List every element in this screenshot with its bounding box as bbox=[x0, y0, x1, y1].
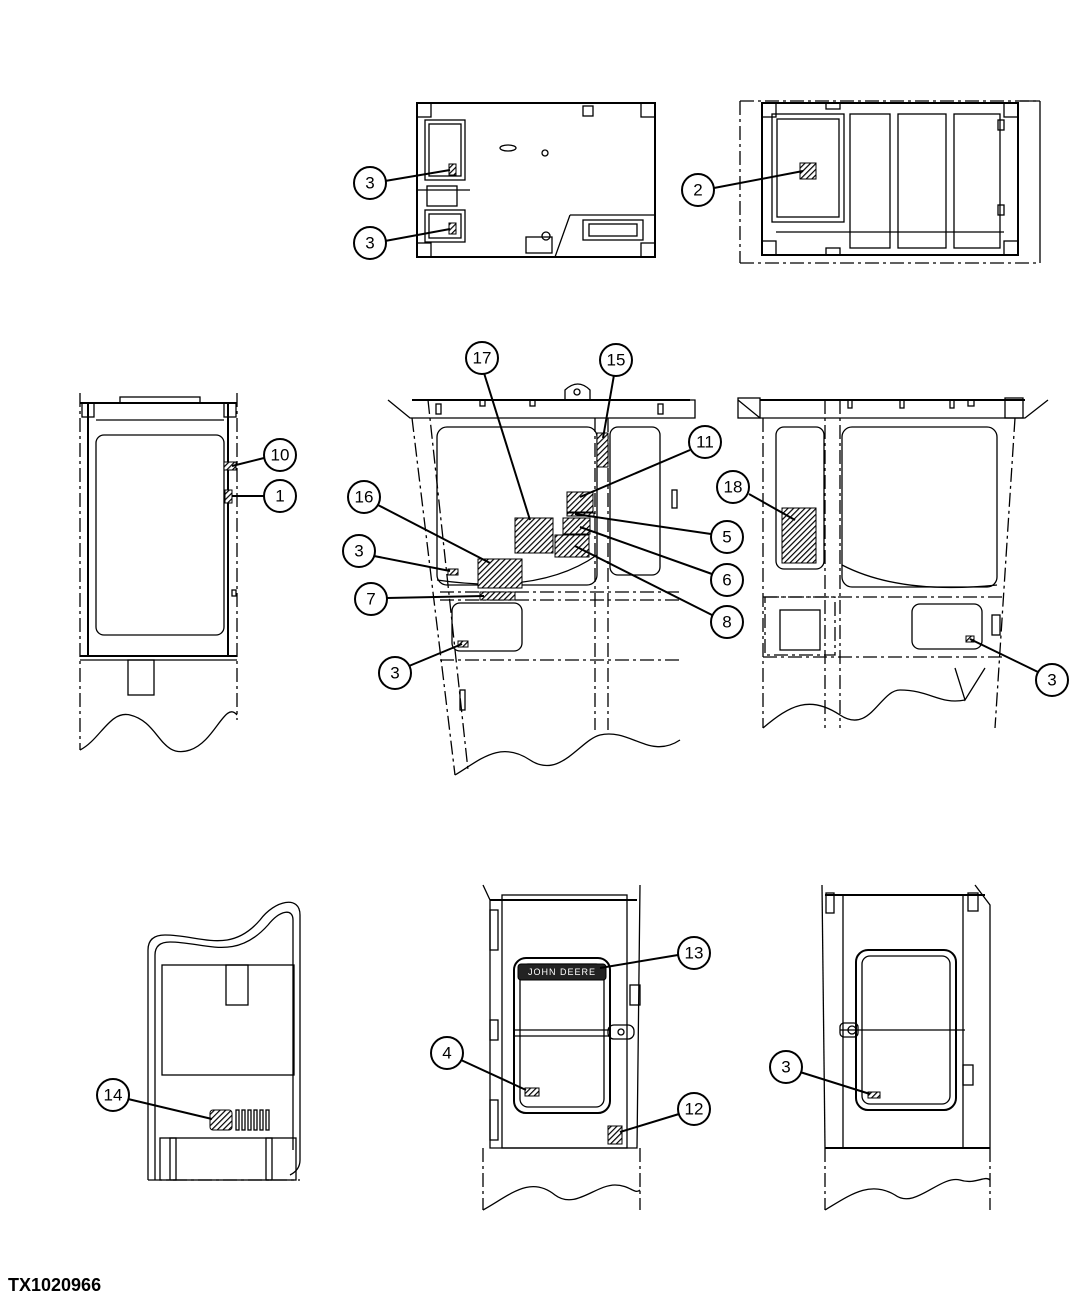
callout-3-side-lower: 3 bbox=[378, 643, 463, 690]
svg-text:3: 3 bbox=[365, 234, 374, 253]
cab-rear-view bbox=[79, 393, 238, 753]
callout-17: 17 bbox=[465, 341, 531, 521]
svg-text:3: 3 bbox=[365, 174, 374, 193]
figure-id-label: TX1020966 bbox=[8, 1275, 102, 1295]
callout-3-roof-lower: 3 bbox=[353, 226, 451, 260]
cab-left-side-view bbox=[387, 383, 696, 776]
door-view: JOHN DEERE bbox=[482, 884, 641, 1211]
callout-3-door-inside: 3 bbox=[769, 1050, 871, 1095]
svg-text:16: 16 bbox=[355, 488, 374, 507]
svg-text:18: 18 bbox=[724, 478, 743, 497]
console-view bbox=[147, 901, 301, 1181]
callout-5: 5 bbox=[574, 513, 744, 554]
john-deere-logo-text: JOHN DEERE bbox=[528, 967, 596, 977]
svg-text:17: 17 bbox=[473, 349, 492, 368]
svg-text:12: 12 bbox=[685, 1100, 704, 1119]
callout-1: 1 bbox=[232, 479, 297, 513]
callout-6: 6 bbox=[579, 526, 744, 597]
cab-right-side-view bbox=[737, 397, 1049, 729]
svg-text:14: 14 bbox=[104, 1086, 123, 1105]
svg-text:1: 1 bbox=[275, 487, 284, 506]
callout-7: 7 bbox=[354, 582, 485, 616]
svg-text:3: 3 bbox=[390, 664, 399, 683]
callout-10: 10 bbox=[231, 438, 297, 472]
svg-text:10: 10 bbox=[271, 446, 290, 465]
callout-12: 12 bbox=[619, 1092, 711, 1133]
roof-exterior-view bbox=[739, 100, 1041, 264]
callout-2: 2 bbox=[681, 170, 804, 207]
callout-11: 11 bbox=[579, 425, 722, 498]
callout-8: 8 bbox=[574, 545, 744, 639]
svg-text:4: 4 bbox=[442, 1044, 451, 1063]
callout-3-roof-upper: 3 bbox=[353, 166, 451, 200]
svg-text:2: 2 bbox=[693, 181, 702, 200]
svg-text:3: 3 bbox=[1047, 671, 1056, 690]
callout-4: 4 bbox=[430, 1036, 527, 1091]
svg-text:5: 5 bbox=[722, 528, 731, 547]
callouts: 3 3 2 17 15 10 1 bbox=[96, 166, 1069, 1133]
callout-15: 15 bbox=[599, 343, 633, 439]
svg-text:3: 3 bbox=[781, 1058, 790, 1077]
svg-text:11: 11 bbox=[696, 433, 714, 452]
roof-top-view bbox=[416, 102, 656, 258]
vent-slots bbox=[235, 1109, 270, 1131]
callout-3-right-side: 3 bbox=[969, 638, 1069, 697]
callout-14: 14 bbox=[96, 1078, 213, 1120]
callout-3-side-upper: 3 bbox=[342, 534, 451, 572]
door-inside-view bbox=[821, 884, 991, 1211]
callout-18: 18 bbox=[716, 470, 796, 521]
callout-13: 13 bbox=[599, 936, 711, 970]
svg-text:13: 13 bbox=[685, 944, 704, 963]
svg-text:6: 6 bbox=[722, 571, 731, 590]
svg-text:15: 15 bbox=[607, 351, 626, 370]
svg-text:3: 3 bbox=[354, 542, 363, 561]
svg-text:8: 8 bbox=[722, 613, 731, 632]
callout-16: 16 bbox=[347, 480, 491, 564]
svg-text:7: 7 bbox=[366, 590, 375, 609]
